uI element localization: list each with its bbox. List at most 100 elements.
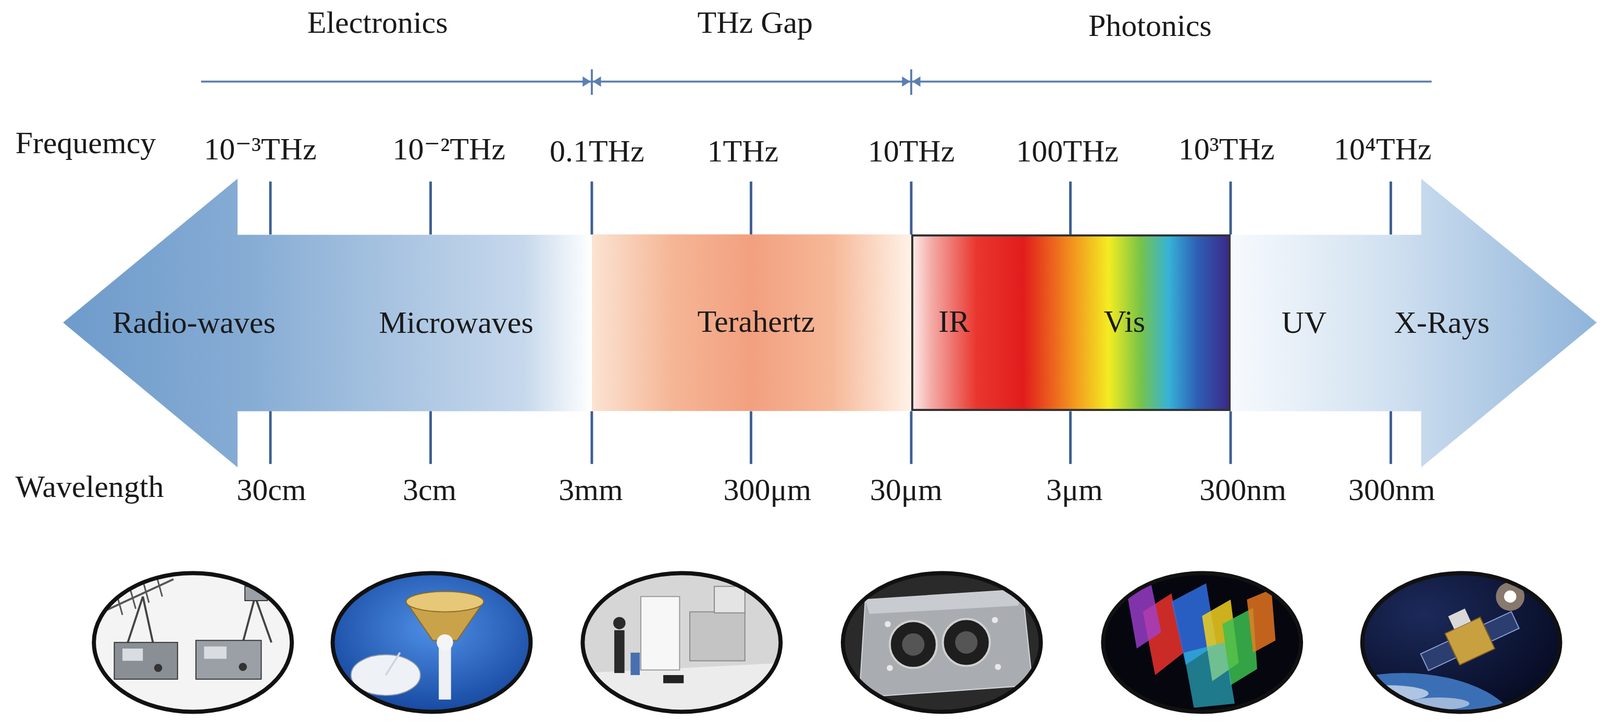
camera-lens	[943, 618, 990, 666]
visible-light-picture	[1101, 571, 1307, 714]
tripod-leg	[255, 596, 272, 643]
lens-glass	[901, 633, 925, 656]
picture-frame	[582, 573, 781, 712]
person	[614, 630, 625, 674]
band-name: Vis	[1103, 304, 1146, 339]
axis-title: Wavelength	[15, 469, 164, 504]
picture-ground	[581, 571, 786, 714]
terahertz-scanner-picture	[581, 571, 786, 714]
scale-value: 10THz	[867, 133, 955, 169]
band-name: Terahertz	[697, 304, 815, 339]
scale-value: 3μm	[1046, 472, 1103, 507]
scale-ticks	[270, 181, 1391, 464]
telescope	[1448, 608, 1472, 630]
picture-frame	[1362, 573, 1561, 712]
scale-value: 10⁻³THz	[203, 131, 317, 167]
antenna-element	[157, 578, 163, 597]
trainer-box	[114, 642, 178, 679]
scale-value: 3cm	[402, 472, 457, 507]
antenna-element	[130, 590, 136, 610]
axis-title: Frequemcy	[15, 125, 156, 160]
scale-value: 3mm	[558, 472, 623, 507]
tick	[1389, 181, 1393, 235]
region-heading: Electronics	[307, 5, 449, 40]
picture-frame	[1102, 573, 1301, 712]
picture-ground	[1101, 571, 1307, 714]
bracket-tick	[910, 69, 913, 95]
picture-frame	[332, 573, 531, 712]
dish-rim	[406, 591, 485, 612]
tick	[749, 181, 753, 235]
tick	[1229, 181, 1233, 235]
camera-visor	[865, 589, 1023, 615]
scale-value: 1THz	[707, 133, 779, 169]
light-streak	[1246, 589, 1276, 653]
picture-frame	[93, 573, 292, 712]
scale-value: 300nm	[1348, 472, 1436, 507]
band-name: Radio-waves	[112, 305, 276, 340]
arrow-body	[63, 178, 1597, 468]
region-heading: THz Gap	[697, 5, 814, 40]
tick	[590, 411, 594, 465]
tick	[1229, 411, 1233, 465]
band-name: UV	[1281, 305, 1327, 340]
scale-value: 0.1THz	[549, 133, 645, 169]
bracket-arrowhead	[592, 76, 602, 88]
xray-satellite-picture	[1285, 571, 1567, 723]
bracket-line	[201, 80, 1432, 83]
ir-camera-picture	[841, 571, 1047, 714]
knob	[238, 662, 247, 672]
tripod-leg	[242, 596, 256, 643]
band-name: IR	[938, 304, 970, 339]
terahertz-band: Terahertz	[591, 234, 912, 412]
bag	[663, 675, 684, 684]
picture-ground	[91, 571, 296, 714]
flare	[1504, 590, 1517, 603]
scale-value: 300nm	[1199, 472, 1287, 507]
ir-led	[884, 621, 891, 628]
lens-glass	[954, 631, 978, 654]
tick	[910, 411, 913, 465]
scale-value: 10⁻²THz	[392, 131, 506, 167]
ir-led	[886, 664, 893, 672]
tick	[429, 411, 432, 465]
microwave-dish-picture	[331, 571, 537, 714]
tick	[269, 411, 272, 465]
tick	[1389, 411, 1393, 465]
tick	[910, 181, 913, 235]
bracket-arrowhead	[912, 76, 921, 88]
band-name: X-Rays	[1394, 305, 1490, 340]
spectrum-arrow: TerahertzIRVisRadio-wavesMicrowavesUVX-R…	[63, 178, 1597, 468]
satellite	[1411, 591, 1523, 678]
camera-housing	[859, 589, 1033, 699]
ir-visible-band: IR Vis	[911, 234, 1231, 412]
band-bracket	[201, 69, 1432, 95]
scanner-unit	[689, 612, 746, 662]
joint	[436, 634, 453, 651]
feed-arm	[385, 652, 400, 676]
bracket-arrowhead	[582, 76, 591, 88]
picture-frame	[842, 573, 1041, 712]
tick	[269, 181, 272, 235]
radio-lab-picture	[91, 571, 296, 714]
tick	[590, 181, 594, 235]
trainer-box	[195, 640, 262, 679]
tick	[1069, 411, 1072, 465]
ir-led	[991, 616, 999, 624]
bracket-tick	[590, 69, 593, 95]
region-heading: Photonics	[1088, 8, 1212, 43]
display	[204, 646, 227, 659]
scale-value: 300μm	[723, 472, 812, 507]
stand	[630, 652, 640, 676]
light-streak	[1183, 642, 1235, 708]
scale-value: 10³THz	[1178, 131, 1275, 167]
scale-value: 30cm	[236, 472, 306, 507]
scale-value: 30μm	[870, 472, 943, 507]
picture-ground	[841, 571, 1047, 714]
picture-ground	[331, 571, 537, 714]
display	[122, 648, 143, 661]
scale-value: 10⁴THz	[1333, 131, 1432, 167]
tick	[749, 411, 753, 465]
antenna-element	[143, 584, 150, 603]
